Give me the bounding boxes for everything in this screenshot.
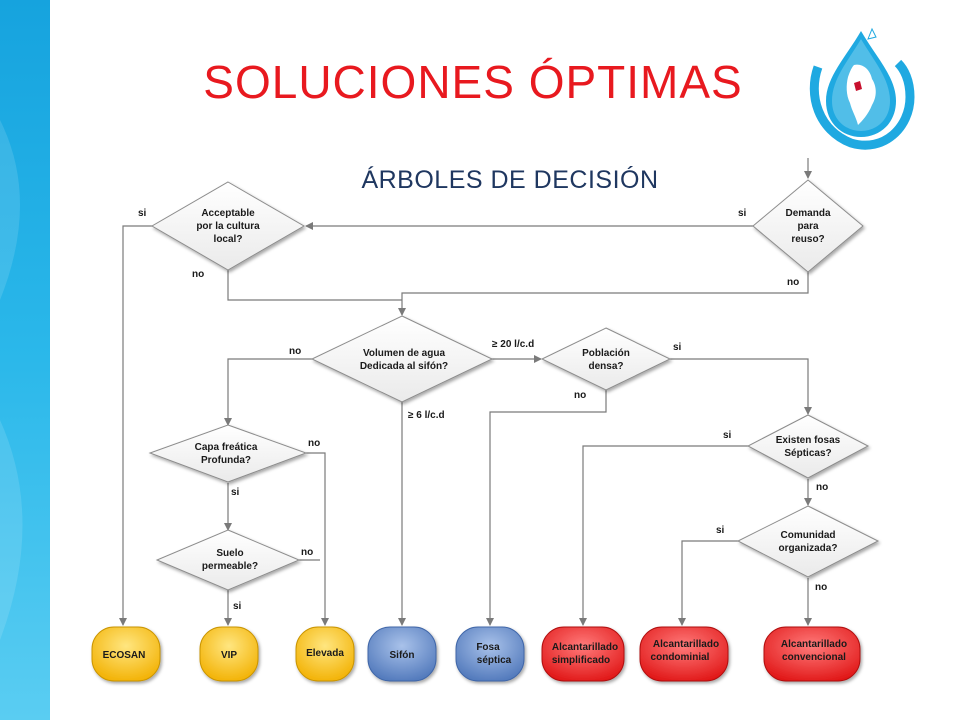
- edge-label-suelo-si: si: [233, 601, 242, 612]
- decision-demanda: Demanda para reuso?: [752, 179, 864, 273]
- decision-comunidad: Comunidad organizada?: [736, 505, 880, 578]
- edge-label-suelo-no: no: [301, 547, 313, 558]
- decision-volumen-line-2: Dedicada al sifón?: [360, 361, 448, 372]
- outcome-ecosan-label: ECOSAN: [103, 650, 146, 661]
- outcome-ecosan: ECOSAN: [91, 626, 161, 682]
- outcome-simplificado: Alcantarillado simplificado: [541, 626, 625, 682]
- decision-demanda-line-1: Demanda: [785, 208, 830, 219]
- edge-label-volumen-6: ≥ 6 l/c.d: [408, 410, 445, 421]
- outcome-sifon-label: Sifón: [390, 650, 415, 661]
- edge-label-poblacion-no: no: [574, 390, 586, 401]
- edge-label-capa-si: si: [231, 487, 240, 498]
- decision-capa-line-2: Profunda?: [201, 455, 251, 466]
- edge-label-volumen-20: ≥ 20 l/c.d: [492, 339, 534, 350]
- decision-fosas-line-2: Sépticas?: [784, 448, 831, 459]
- outcome-fosa-line-2: séptica: [477, 655, 512, 666]
- edge-label-fosas-si: si: [723, 430, 732, 441]
- decision-poblacion-line-1: Población: [582, 348, 630, 359]
- decision-fosas: Existen fosas Sépticas?: [746, 414, 870, 479]
- outcome-condominial-line-2: condominial: [651, 652, 710, 663]
- decision-poblacion-line-2: densa?: [588, 361, 623, 372]
- page-subtitle: ÁRBOLES DE DECISIÓN: [361, 166, 659, 194]
- decision-capa: Capa freática Profunda?: [148, 424, 308, 483]
- page-title: SOLUCIONES ÓPTIMAS: [203, 56, 743, 108]
- outcome-convencional: Alcantarillado convencional: [763, 626, 861, 682]
- outcome-vip-label: VIP: [221, 650, 237, 661]
- edge-label-demanda-no: no: [787, 277, 799, 288]
- decision-cultura-line-2: por la cultura: [196, 221, 260, 232]
- outcome-elevada: Elevada: [295, 626, 355, 682]
- decision-poblacion: Población densa?: [540, 327, 672, 391]
- edge-label-demanda-si: si: [738, 208, 747, 219]
- edge-label-comunidad-si: si: [716, 525, 725, 536]
- decision-cultura-line-1: Acceptable: [201, 208, 255, 219]
- edge-label-cultura-no: no: [192, 269, 204, 280]
- connectors: [119, 158, 812, 626]
- edge-label-comunidad-no: no: [815, 582, 827, 593]
- edge-label-capa-no: no: [308, 438, 320, 449]
- decision-cultura-line-3: local?: [214, 234, 243, 245]
- decision-capa-line-1: Capa freática: [195, 442, 258, 453]
- decision-demanda-line-3: reuso?: [791, 234, 824, 245]
- edge-label-volumen-no: no: [289, 346, 301, 357]
- outcome-fosa: Fosa séptica: [455, 626, 525, 682]
- outcome-convencional-line-1: Alcantarillado: [781, 639, 847, 650]
- decision-demanda-line-2: para: [797, 221, 819, 232]
- edge-label-cultura-si: si: [138, 208, 147, 219]
- outcome-elevada-label: Elevada: [306, 648, 344, 659]
- decision-suelo-line-2: permeable?: [202, 561, 258, 572]
- decision-suelo-line-1: Suelo: [216, 548, 243, 559]
- outcome-sifon: Sifón: [367, 626, 437, 682]
- decision-suelo: Suelo permeable?: [155, 529, 301, 591]
- side-band: [0, 0, 50, 720]
- water-drop-globe-icon: [809, 27, 915, 150]
- outcome-simplificado-line-2: simplificado: [552, 655, 610, 666]
- edge-labels: si no si no no ≥ 20 l/c.d ≥ 6 l/c.d si n…: [138, 208, 828, 612]
- edge-label-fosas-no: no: [816, 482, 828, 493]
- decision-comunidad-line-1: Comunidad: [781, 530, 836, 541]
- outcome-condominial: Alcantarillado condominial: [639, 626, 729, 682]
- decision-cultura: Acceptable por la cultura local?: [151, 181, 305, 271]
- decision-volumen-line-1: Volumen de agua: [363, 348, 445, 359]
- decision-volumen: Volumen de agua Dedicada al sifón?: [310, 315, 494, 403]
- outcome-condominial-line-1: Alcantarillado: [653, 639, 719, 650]
- outcome-fosa-line-1: Fosa: [476, 642, 500, 653]
- outcome-simplificado-line-1: Alcantarillado: [552, 642, 618, 653]
- decision-comunidad-line-2: organizada?: [779, 543, 838, 554]
- edge-label-poblacion-si: si: [673, 342, 682, 353]
- decision-fosas-line-1: Existen fosas: [776, 435, 841, 446]
- outcome-convencional-line-2: convencional: [782, 652, 846, 663]
- outcome-vip: VIP: [199, 626, 259, 682]
